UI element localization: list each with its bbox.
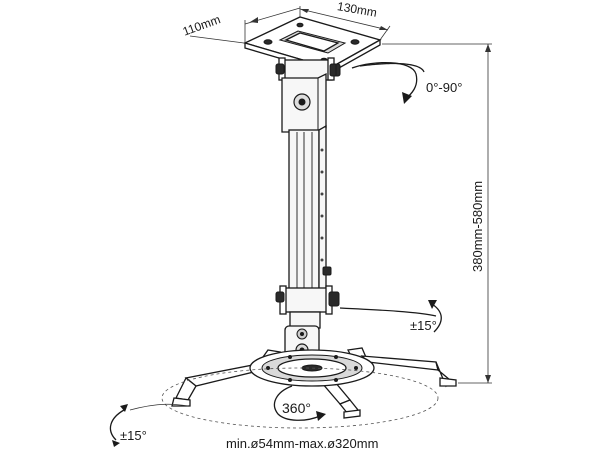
tilt-top-label: 0°-90° [426, 80, 462, 95]
tilt-arrow-bottom-left [109, 403, 189, 447]
rotation-label: 360° [282, 400, 311, 416]
dimension-130 [299, 6, 391, 41]
tilt-side-label: ±15° [410, 318, 437, 333]
tilt-arrow-side [339, 300, 442, 333]
arm-range-label: min.ø54mm-max.ø320mm [226, 436, 378, 450]
lower-bracket [275, 285, 340, 329]
rotation-arrow [273, 385, 326, 421]
upper-tube [281, 72, 327, 133]
arm-range-ellipse [161, 367, 439, 429]
plate-width-label: 130mm [336, 0, 378, 20]
telescopic-tube [288, 124, 332, 291]
height-range-label: 380mm-580mm [470, 181, 485, 272]
height-dimension [382, 43, 492, 384]
top-bracket [275, 57, 341, 81]
tilt-arrow-top [351, 61, 425, 104]
tilt-bottom-left-label: ±15° [120, 428, 147, 443]
dimension-110 [189, 7, 301, 44]
spider-base [171, 347, 457, 419]
plate-depth-label: 110mm [181, 12, 223, 39]
